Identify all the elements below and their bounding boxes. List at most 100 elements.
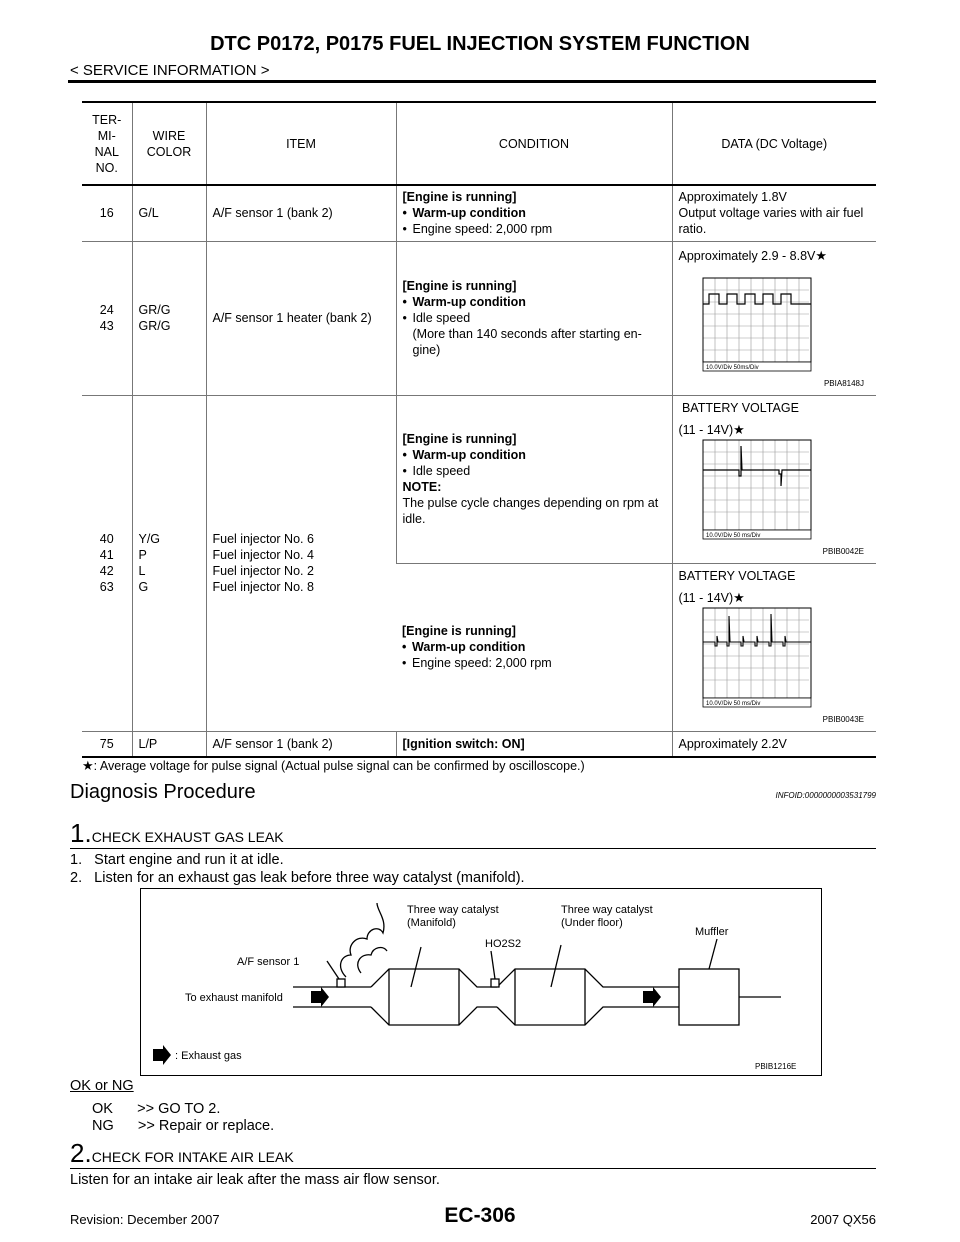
legend-exhaust-gas: : Exhaust gas [175, 1050, 242, 1062]
label-twc-manifold-line2: (Manifold) [407, 917, 456, 929]
label-twc-manifold: Three way catalyst(Manifold) [407, 904, 499, 929]
step-2-text: Listen for an intake air leak after the … [70, 1172, 440, 1188]
oscilloscope-waveform-heater: 10.0V/Div 50ms/Div [702, 277, 811, 371]
table-row: 75 L/P A/F sensor 1 (bank 2) [Ignition s… [82, 731, 876, 757]
data-range: (11 - 14V) [678, 590, 734, 605]
col-wire-color: WIRE COLOR [131, 102, 206, 185]
star-icon: ★ [82, 758, 94, 773]
table-row: 16 G/L A/F sensor 1 (bank 2) [Engine is … [82, 185, 876, 241]
step-title: CHECK EXHAUST GAS LEAK [91, 829, 284, 845]
label-ho2s2: HO2S2 [485, 938, 521, 950]
scope-scale-label: 10.0V/Div 50 ms/Div [706, 701, 760, 707]
scope-scale-label: 10.0V/Div 50 ms/Div [706, 533, 760, 539]
condition-cell: [Engine is running] Warm-up condition En… [395, 185, 672, 241]
table-row: [Engine is running] Warm-up condition En… [82, 563, 876, 731]
wire-cell: G/L [131, 185, 206, 241]
figure-id: PBIB1216E [755, 1062, 796, 1071]
label-twc-under: Three way catalyst(Under floor) [561, 904, 653, 929]
condition-title: [Engine is running] [402, 624, 516, 638]
condition-bullet: Warm-up condition [403, 205, 666, 221]
condition-bullet: Engine speed: 2,000 rpm [403, 221, 666, 237]
terminal-cell: 24 43 [99, 303, 114, 333]
step-2-heading: 2.CHECK FOR INTAKE AIR LEAK [70, 1138, 876, 1169]
footnote-text: : Average voltage for pulse signal (Actu… [93, 759, 585, 773]
col-item: ITEM [205, 102, 396, 185]
step-number: 1. [70, 818, 92, 848]
condition-title: [Ignition switch: ON] [395, 731, 672, 757]
condition-detail: (More than 140 seconds after starting en… [412, 327, 642, 357]
data-value: BATTERY VOLTAGE [678, 400, 799, 415]
section-title: Diagnosis Procedure [70, 781, 256, 803]
col-data: DATA (DC Voltage) [671, 102, 876, 185]
star-icon: ★ [733, 589, 745, 605]
info-id: INFOID:0000000003531799 [775, 791, 876, 800]
condition-bullet: Idle speed [403, 310, 666, 326]
data-range: (11 - 14V) [678, 422, 734, 437]
figure-id: PBIB0043E [822, 714, 864, 724]
wire-cell: Y/G P L G [131, 395, 206, 731]
scope-scale-label: 10.0V/Div 50ms/Div [706, 365, 759, 371]
note-label: NOTE: [402, 480, 442, 494]
step-1-heading: 1.CHECK EXHAUST GAS LEAK [70, 818, 876, 849]
step-number: 2. [70, 1138, 92, 1168]
label-af-sensor: A/F sensor 1 [237, 956, 299, 968]
condition-bullet: Engine speed: 2,000 rpm [402, 655, 666, 671]
terminal-cell: 75 [99, 736, 114, 751]
result-ng: NG >> Repair or replace. [92, 1118, 275, 1134]
terminal-cell: 16 [99, 206, 114, 221]
condition-bullet: Warm-up condition [403, 447, 666, 463]
wire-cell: GR/G GR/G [131, 241, 206, 395]
label-muffler: Muffler [695, 926, 729, 938]
step-1-item: 1. Start engine and run it at idle. [70, 852, 284, 868]
table-header-row: TER- MI- NAL NO. WIRE COLOR ITEM CONDITI… [82, 102, 876, 185]
data-cell: Approximately 1.8V Output voltage varies… [671, 185, 876, 241]
condition-bullet: Warm-up condition [402, 639, 666, 655]
oscilloscope-waveform-injector-2000rpm: 10.0V/Div 50 ms/Div [702, 607, 811, 707]
result-ok: OK >> GO TO 2. [92, 1101, 221, 1117]
condition-bullet: Idle speed [403, 463, 666, 479]
table-row: 40 41 42 63 Y/G P L G Fuel injector No. … [82, 395, 876, 731]
data-cell: Approximately 2.2V [671, 731, 876, 757]
condition-title: [Engine is running] [402, 279, 517, 293]
label-to-manifold: To exhaust manifold [185, 992, 283, 1004]
figure-id: PBIB0042E [822, 546, 864, 556]
condition-title: [Engine is running] [402, 190, 517, 205]
figure-id: PBIA8148J [823, 378, 864, 388]
page-number: EC-306 [444, 1204, 516, 1227]
data-cell: BATTERY VOLTAGE (11 - 14V)★ 10.0V/Div 50… [671, 395, 876, 563]
condition-cell: [Engine is running] Warm-up condition Id… [395, 395, 672, 563]
note-text: The pulse cycle changes depending on rpm… [402, 496, 659, 526]
section-breadcrumb: < SERVICE INFORMATION > [70, 62, 270, 79]
step-title: CHECK FOR INTAKE AIR LEAK [91, 1149, 294, 1165]
table-footnote: ★: Average voltage for pulse signal (Act… [82, 758, 585, 774]
col-condition: CONDITION [395, 102, 672, 185]
col-terminal: TER- MI- NAL NO. [92, 112, 122, 175]
data-cell: Approximately 2.9 - 8.8V★ 10.0V/Div 50ms… [671, 241, 876, 395]
star-icon: ★ [815, 247, 828, 263]
step-1-item: 2. Listen for an exhaust gas leak before… [70, 870, 525, 886]
condition-title: [Engine is running] [402, 432, 517, 446]
header-rule [68, 80, 876, 83]
table-row: 24 43 GR/G GR/G A/F sensor 1 heater (ban… [82, 241, 876, 395]
item-cell: A/F sensor 1 (bank 2) [205, 731, 396, 757]
item-cell: Fuel injector No. 6 Fuel injector No. 4 … [205, 395, 396, 731]
wire-cell: L/P [131, 731, 206, 757]
label-twc-under-line1: Three way catalyst [561, 904, 653, 916]
oscilloscope-waveform-injector-idle: 10.0V/Div 50 ms/Div [702, 439, 811, 539]
item-cell: A/F sensor 1 heater (bank 2) [205, 241, 396, 395]
footer-revision: Revision: December 2007 [70, 1212, 220, 1227]
label-twc-under-line2: (Under floor) [561, 917, 623, 929]
data-cell: BATTERY VOLTAGE (11 - 14V)★ 10.0V/Div 50… [671, 563, 876, 731]
star-icon: ★ [733, 421, 745, 437]
footer-model: 2007 QX56 [810, 1212, 876, 1227]
data-value: Approximately 2.9 - 8.8V [678, 248, 816, 263]
label-twc-manifold-line1: Three way catalyst [407, 904, 499, 916]
condition-bullet: Warm-up condition [403, 294, 666, 310]
exhaust-system-diagram: A/F sensor 1 Three way catalyst(Manifold… [140, 888, 822, 1076]
item-cell: A/F sensor 1 (bank 2) [205, 185, 396, 241]
terminal-data-table: TER- MI- NAL NO. WIRE COLOR ITEM CONDITI… [82, 101, 876, 758]
condition-cell: [Engine is running] Warm-up condition Id… [395, 241, 672, 395]
result-label: OK or NG [70, 1078, 134, 1094]
condition-cell: [Engine is running] Warm-up condition En… [396, 563, 672, 731]
terminal-cell: 40 41 42 63 [99, 532, 114, 594]
